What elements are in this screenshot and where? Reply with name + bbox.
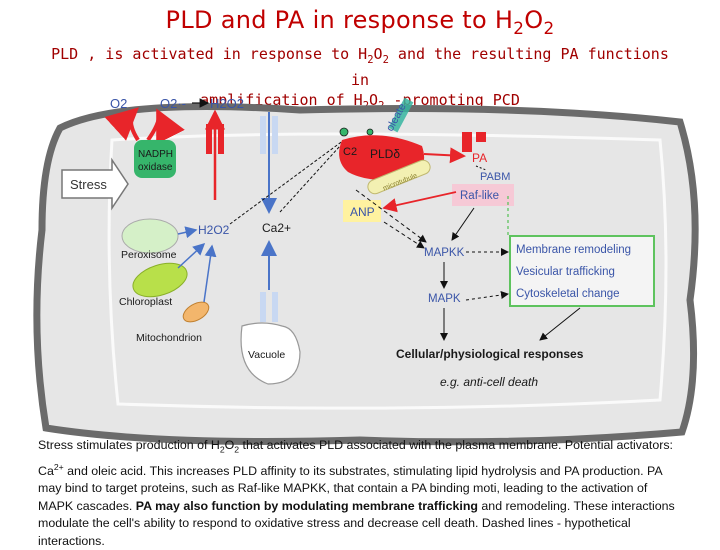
- o2-radical-label: O2·-: [160, 96, 186, 111]
- oxidase-label: oxidase: [138, 162, 173, 173]
- anti-cell-death-label: e.g. anti-cell death: [440, 375, 538, 389]
- o2-label: O2: [110, 96, 127, 111]
- raf-like-box: [452, 184, 514, 206]
- arrow-pa-pabm: [475, 165, 487, 171]
- cellular-responses-label: Cellular/physiological responses: [396, 347, 584, 361]
- pa-block-1: [462, 132, 472, 142]
- arrow-chloroplast-h2o2: [177, 242, 206, 269]
- nadph-oxidase: [134, 140, 176, 178]
- blue-channel-vacuole-right: [272, 292, 278, 322]
- h2o2-mid-label: H2O2: [198, 223, 230, 237]
- o2-conversion-arrow: [104, 107, 140, 142]
- blue-channel-top-left: [260, 116, 266, 154]
- anp-box: [343, 200, 381, 222]
- o2-conversion-arrow-2: [146, 108, 185, 145]
- arrow-pld-mapkk: [355, 189, 427, 243]
- cytoskeletal-change-label: Cytoskeletal change: [516, 288, 620, 300]
- arrow-anp-mapkk: [383, 221, 425, 249]
- oleate-box: [388, 97, 414, 133]
- stress-label: Stress: [70, 177, 107, 192]
- vacuole-label: Vacuole: [248, 349, 285, 361]
- arrow-box-responses: [539, 307, 581, 341]
- c2-label: C2: [343, 146, 357, 158]
- green-dot-left: [339, 127, 349, 137]
- red-channel-right: [218, 124, 224, 154]
- pa-label: PA: [472, 151, 487, 165]
- red-channel-left: [206, 124, 212, 154]
- membrane-remodeling-label: Membrane remodeling: [516, 244, 631, 256]
- peroxisome: [121, 218, 179, 254]
- mapkk-label: MAPKK: [424, 247, 465, 259]
- pld-label: PLDδ: [370, 147, 400, 161]
- anp-label: ANP: [350, 205, 375, 219]
- h2o2-pld-line: [229, 139, 345, 225]
- arrow-mapk-box: [465, 291, 509, 301]
- blue-channel-top-right: [272, 116, 278, 154]
- raf-like-label: Raf-like: [460, 190, 499, 202]
- arrow-mitochondrion-h2o2: [203, 244, 217, 303]
- pa-block-2: [476, 132, 486, 142]
- arrow-pa-anp: [382, 191, 457, 213]
- mapk-label: MAPK: [428, 293, 461, 305]
- pa-block-3: [462, 142, 472, 152]
- vacuole: [240, 322, 301, 385]
- h2o2-top-label: H2O2: [210, 96, 244, 111]
- microtubule: [367, 159, 431, 195]
- green-dot-right: [366, 128, 374, 136]
- membrane-trafficking-box: [509, 235, 655, 307]
- nadph-label: NADPH: [138, 149, 173, 160]
- chloroplast-label: Chloroplast: [119, 296, 172, 308]
- mitochondrion: [182, 301, 210, 323]
- arrow-peroxisome-h2o2: [177, 226, 198, 239]
- vesicular-trafficking-label: Vesicular trafficking: [516, 266, 615, 278]
- pabm-label: PABM: [480, 171, 510, 183]
- ca2-label: Ca2+: [262, 221, 291, 235]
- page-title: PLD and PA in response to H2O2: [165, 6, 555, 38]
- stress-arrow: [61, 157, 129, 211]
- mitochondrion-label: Mitochondrion: [136, 332, 202, 344]
- arrow-raf-mapkk: [451, 207, 475, 241]
- caption: Stress stimulates production of H2O2 tha…: [38, 438, 675, 548]
- arrow-pld-pa: [423, 147, 466, 164]
- chloroplast: [132, 262, 188, 298]
- blue-channel-vacuole-left: [260, 292, 266, 322]
- peroxisome-label: Peroxisome: [121, 249, 177, 261]
